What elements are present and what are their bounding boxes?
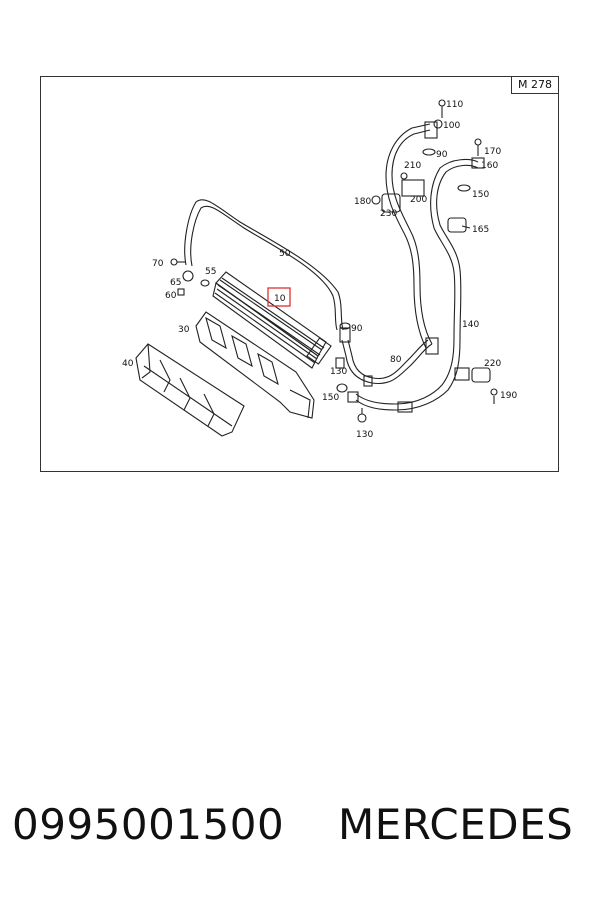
label-30: 30 — [178, 325, 190, 335]
bolt-70 — [170, 258, 178, 266]
label-150: 150 — [322, 393, 339, 403]
bolt-180 — [371, 195, 381, 205]
label-60: 60 — [165, 291, 177, 301]
clamp-165 — [447, 217, 467, 233]
diagram-frame — [40, 76, 559, 472]
product-caption: 0995001500 MERCEDES — [0, 800, 600, 860]
part-label-group: 110 100 90 170 160 210 150 180 200 230 1… — [122, 100, 517, 440]
label-50: 50 — [279, 249, 291, 259]
label-90: 90 — [351, 324, 363, 334]
label-40: 40 — [122, 359, 134, 369]
hose-50 — [184, 199, 344, 331]
clamp-230 — [381, 193, 401, 213]
label-165: 165 — [472, 225, 489, 235]
label-200: 200 — [410, 195, 427, 205]
label-220: 220 — [484, 359, 501, 369]
diagram-code-badge: M 278 — [511, 76, 559, 94]
fitting-90 — [339, 327, 351, 343]
clamp-220 — [471, 367, 491, 383]
exploded-parts-diagram: 110 100 90 170 160 210 150 180 200 230 1… — [122, 99, 517, 440]
bolt-190 — [490, 388, 498, 396]
label-90-top: 90 — [436, 150, 448, 160]
label-140: 140 — [462, 320, 479, 330]
bracket-160 — [471, 157, 485, 169]
seal-150-top — [457, 184, 471, 192]
part-number: 0995001500 — [12, 800, 285, 849]
frame-30 — [195, 311, 315, 419]
pipe-200 — [391, 129, 433, 345]
air-duct-40 — [135, 343, 245, 437]
label-170: 170 — [484, 147, 501, 157]
label-55: 55 — [205, 267, 216, 277]
label-80: 80 — [390, 355, 402, 365]
label-65: 65 — [170, 278, 181, 288]
pipe-80 — [341, 339, 433, 385]
brand-name: MERCEDES — [338, 800, 574, 849]
bolt-130-lower — [357, 413, 367, 423]
label-10: 10 — [274, 294, 286, 304]
nut-60 — [177, 288, 185, 296]
label-130-lower: 130 — [356, 430, 373, 440]
bolt-110 — [438, 99, 446, 107]
label-130-upper: 130 — [330, 367, 347, 377]
seal-90-top — [422, 148, 436, 156]
bolt-170 — [474, 138, 482, 146]
clamp-210 — [400, 172, 408, 180]
bolt-130-upper — [335, 357, 345, 369]
label-230: 230 — [380, 209, 397, 219]
seal-55 — [200, 279, 210, 287]
label-210: 210 — [404, 161, 421, 171]
hose-50-inner — [190, 205, 338, 331]
bolt-100 — [433, 119, 443, 129]
seal-150 — [336, 383, 348, 393]
label-160: 160 — [481, 161, 498, 171]
oil-cooler-10 — [212, 271, 332, 369]
label-150-top: 150 — [472, 190, 489, 200]
clamp-65 — [182, 270, 194, 282]
label-70: 70 — [152, 259, 164, 269]
label-190: 190 — [500, 391, 517, 401]
label-100: 100 — [443, 121, 460, 131]
highlight-part-10 — [267, 287, 291, 307]
label-110: 110 — [446, 100, 463, 110]
pipe-140 — [355, 164, 479, 411]
label-180: 180 — [354, 197, 371, 207]
